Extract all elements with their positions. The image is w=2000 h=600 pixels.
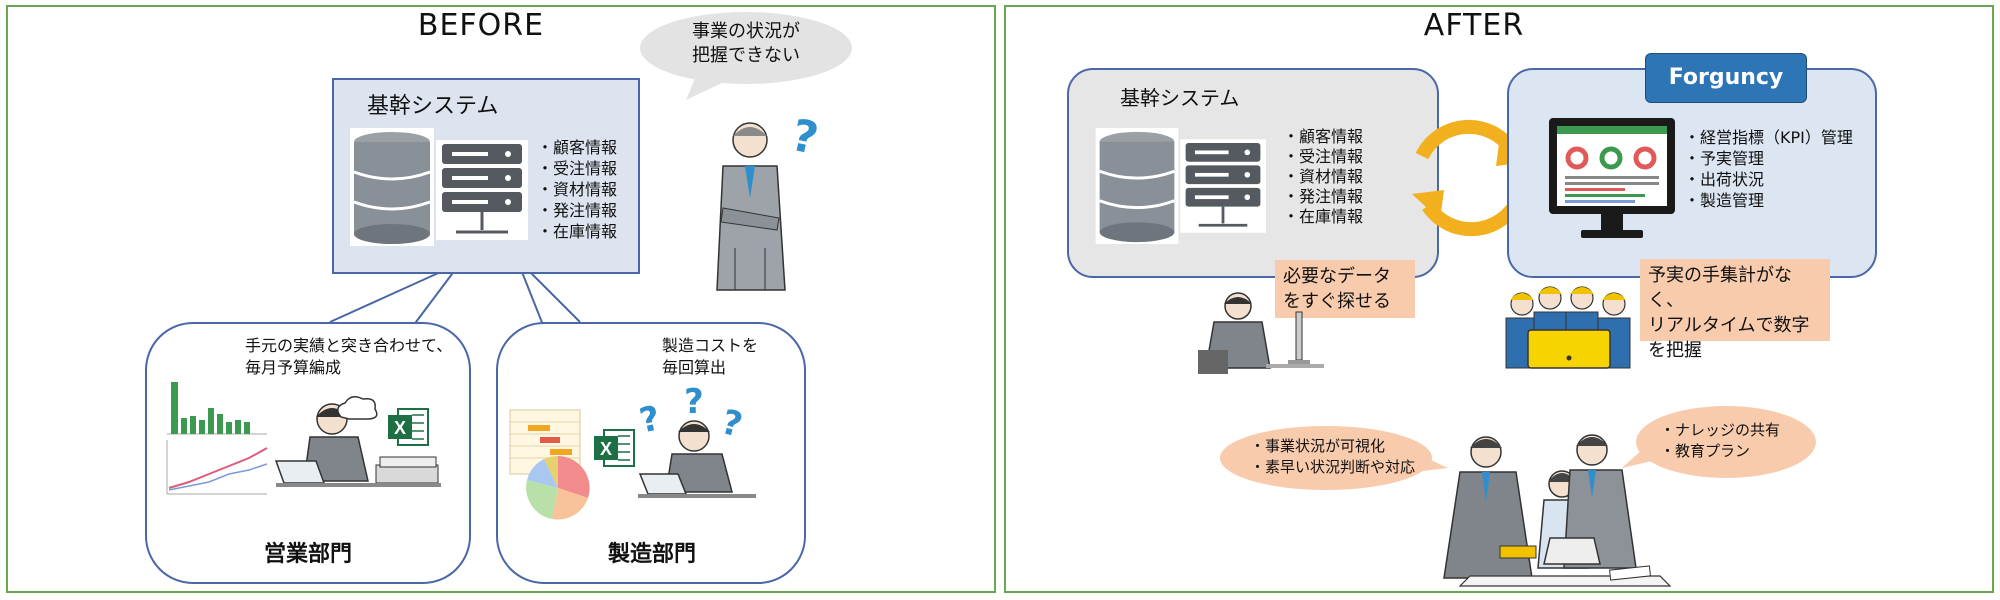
dashboard-monitor-icon [1549,118,1675,238]
after-system-info-list: ・顧客情報 ・受注情報 ・資材情報 ・発注情報 ・在庫情報 [1283,127,1363,227]
excel-icon: X [388,408,429,446]
confused-businessman-illustration [716,122,786,291]
info-item: ・資材情報 [537,180,618,199]
feature-item: ・製造管理 [1684,191,1765,210]
database-icon [1095,128,1179,245]
feature-item: ・出荷状況 [1684,170,1765,189]
info-item: ・在庫情報 [1283,207,1364,226]
after-system-title: 基幹システム [1120,86,1240,110]
svg-text:X: X [394,418,406,438]
callout-realtime-figures: 予実の手集計がなく、 リアルタイムで数字 を把握 [1640,259,1830,361]
info-item: ・発注情報 [537,201,618,220]
after-heading: AFTER [1423,8,1525,43]
callout-find-data: 必要なデータ をすぐ探せる [1275,260,1415,318]
pie-chart-illustration [526,455,590,520]
benefit-bubble-left [1220,426,1448,490]
manufacturing-department-label: 製造部門 [607,542,696,567]
before-system-info-list: ・顧客情報 ・受注情報 ・資材情報 ・発注情報 ・在庫情報 [537,137,617,242]
before-system-title: 基幹システム [367,94,499,119]
manufacturing-note: 製造コストを 毎回算出 [662,336,759,377]
office-worker-at-pc-illustration [1198,292,1324,374]
info-item: ・資材情報 [1283,167,1364,186]
sales-note: 手元の実績と突き合わせて、 毎月予算編成 [245,336,453,377]
info-item: ・顧客情報 [1283,127,1364,146]
puzzled-worker-illustration [638,420,756,498]
business-meeting-illustration [1443,434,1672,587]
before-heading: BEFORE [417,8,545,43]
info-item: ・在庫情報 [537,222,618,241]
forguncy-badge: Forguncy [1645,53,1807,103]
stressed-worker-illustration [274,403,441,487]
info-item: ・受注情報 [1283,147,1364,166]
benefit-bubble-right [1622,406,1816,478]
info-item: ・顧客情報 [537,138,618,157]
thought-bubble [640,12,852,100]
feature-item: ・予実管理 [1684,149,1765,168]
server-rack-icon [436,140,528,240]
feature-item: ・経営指標（KPI）管理 [1684,128,1853,147]
thought-cloud-icon [337,396,378,420]
benefit-bubble-right-text: ・ナレッジの共有 ・教育プラン [1660,421,1781,460]
database-icon [350,128,434,246]
sales-department-label: 営業部門 [263,542,352,567]
benefit-bubble-left-text: ・事業状況が可視化 ・素早い状況判断や対応 [1250,437,1416,476]
sales-charts-illustration [163,378,271,498]
forguncy-feature-list: ・経営指標（KPI）管理 ・予実管理 ・出荷状況 ・製造管理 [1684,127,1853,211]
team-with-laptop-illustration [1505,286,1631,369]
server-rack-icon [1180,139,1266,233]
info-item: ・受注情報 [537,159,618,178]
info-item: ・発注情報 [1283,187,1364,206]
svg-text:X: X [600,439,612,459]
thought-bubble-text: 事業の状況が 把握できない [692,21,800,66]
excel-icon: X [594,429,635,467]
question-mark-icon: ? [684,382,704,422]
